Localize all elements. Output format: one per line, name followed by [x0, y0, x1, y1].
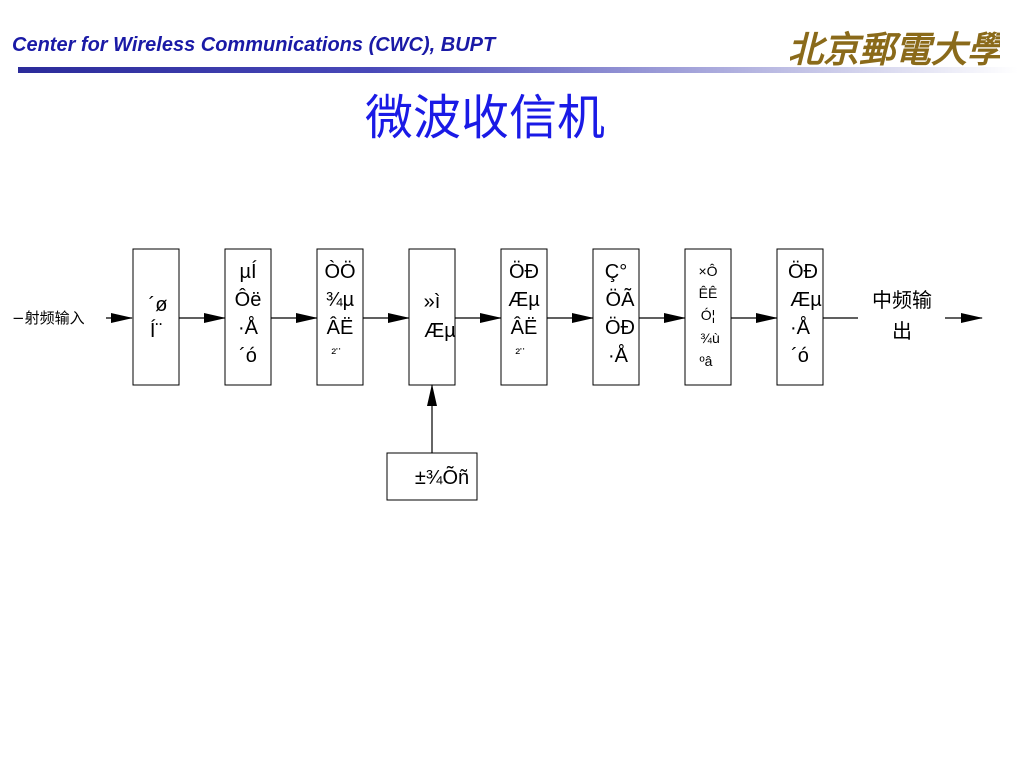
- logo-text: 北京郵電大學: [790, 29, 1000, 71]
- block-pre-if-amp: [592, 248, 640, 386]
- block-4-line-1: »ì: [424, 291, 441, 313]
- university-logo: 北京郵電大學: [790, 29, 1000, 71]
- block-7-line-3: Ó¦: [701, 307, 716, 323]
- block-lna: [224, 248, 272, 386]
- block-6-line-4: ·Å: [608, 344, 629, 367]
- block-3-line-4: ²¨: [331, 345, 341, 361]
- block-5-line-4: ²¨: [515, 345, 525, 361]
- header-divider: [18, 67, 1018, 73]
- block-1-line-2: Í¨: [150, 319, 162, 342]
- block-2-line-1: µÍ: [239, 260, 257, 283]
- block-6-line-1: Ç°: [605, 261, 627, 283]
- local-oscillator-label: ±¾Õñ: [415, 465, 469, 489]
- block-mixer: [408, 248, 456, 386]
- block-local-oscillator: [386, 452, 478, 501]
- block-6-line-3: ÖÐ: [605, 317, 635, 339]
- block-adaptive-equalizer: [684, 248, 732, 386]
- block-1-line-1: ´ø: [149, 294, 168, 316]
- block-7-line-4: ¾ù: [700, 330, 719, 346]
- if-output-label-line-2: 出: [892, 319, 912, 343]
- block-8-line-3: ·Å: [790, 316, 811, 339]
- block-3-line-1: ÒÖ: [324, 260, 355, 283]
- if-output-label-line-1: 中频输: [872, 288, 932, 312]
- block-image-filter: [316, 248, 364, 386]
- block-3-line-2: ¾µ: [326, 289, 355, 311]
- block-if-filter: [500, 248, 548, 386]
- block-5-line-1: ÖÐ: [509, 261, 539, 283]
- block-8-line-1: ÖÐ: [788, 261, 818, 283]
- block-8-line-2: Æµ: [790, 289, 822, 311]
- block-2-line-3: ·Å: [238, 316, 259, 339]
- rf-input-label: −射频输入: [12, 309, 85, 327]
- block-3-line-3: ÂË: [327, 316, 354, 339]
- block-4-line-2: Æµ: [424, 320, 456, 342]
- block-2-line-4: ´ó: [239, 345, 257, 367]
- block-6-line-2: ÖÃ: [606, 287, 636, 311]
- block-2-line-2: Ôë: [235, 288, 262, 311]
- block-5-line-2: Æµ: [508, 289, 540, 311]
- block-if-amp: [776, 248, 824, 386]
- org-header: Center for Wireless Communications (CWC)…: [12, 34, 496, 56]
- block-7-line-2: ÊÊ: [699, 285, 718, 301]
- slide-title: 微波收信机: [364, 90, 605, 146]
- block-5-line-3: ÂË: [511, 316, 538, 339]
- block-7-line-1: ×Ô: [698, 263, 717, 279]
- block-8-line-4: ´ó: [791, 345, 809, 367]
- block-7-line-5: ºâ: [700, 353, 713, 369]
- block-bandpass: [132, 248, 180, 386]
